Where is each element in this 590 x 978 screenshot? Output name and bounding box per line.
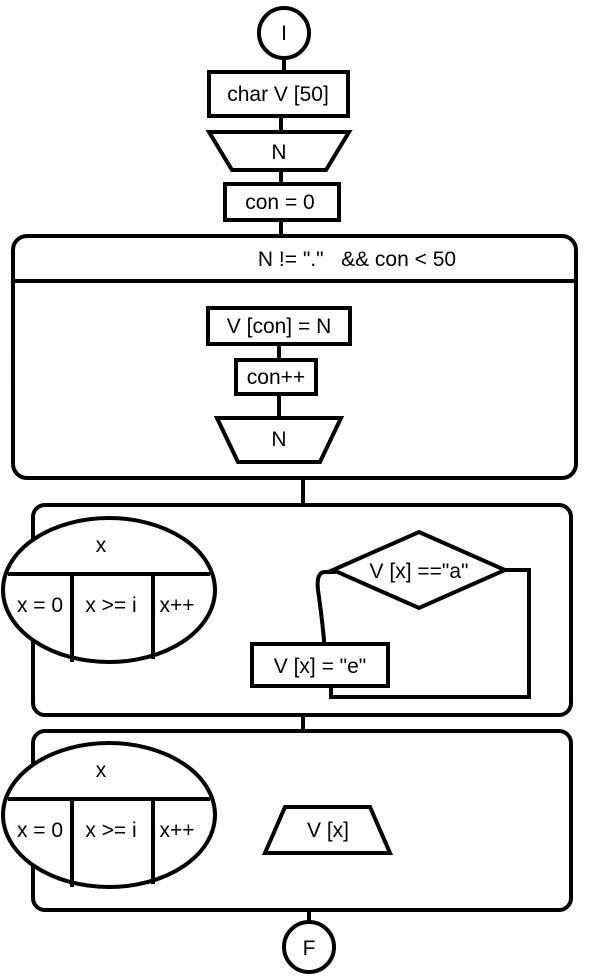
while-increment-box bbox=[234, 358, 318, 396]
read-n-label: N bbox=[271, 141, 286, 164]
declare-block: char V [50] bbox=[207, 70, 350, 118]
while-loop-frame bbox=[11, 234, 578, 480]
for-loop-2-step: x++ bbox=[159, 819, 194, 842]
init-con-label: con = 0 bbox=[245, 191, 314, 214]
for-loop-1-step: x++ bbox=[159, 594, 194, 617]
read-n-block: N bbox=[205, 130, 353, 172]
for-loop-1-variable: x bbox=[96, 534, 107, 557]
for-loop-2-condition: x >= i bbox=[85, 819, 136, 842]
while-condition-label: N != "." && con < 50 bbox=[258, 248, 456, 271]
output-trapezoid bbox=[261, 805, 394, 855]
start-label: I bbox=[281, 22, 287, 45]
output-label: V [x] bbox=[307, 819, 349, 842]
for-loop-2-init: x = 0 bbox=[17, 819, 63, 842]
while-read-trapezoid bbox=[213, 416, 345, 464]
declare-label: char V [50] bbox=[227, 83, 329, 106]
start-circle bbox=[257, 6, 311, 60]
for-loop-1-block: x x = 0 x >= i x++ V [x] =="a" V [x] = "… bbox=[1, 503, 573, 717]
for-loop-1-ellipse bbox=[1, 516, 217, 664]
while-increment-label: con++ bbox=[247, 366, 305, 389]
for-loop-1-assign-box bbox=[250, 642, 390, 688]
for-loop-1-condition: x >= i bbox=[85, 594, 136, 617]
start-terminal: I bbox=[257, 6, 311, 60]
while-assign-label: V [con] = N bbox=[227, 315, 331, 338]
init-con-block: con = 0 bbox=[223, 182, 341, 222]
connector-lines bbox=[279, 58, 311, 928]
decision-true-branch bbox=[252, 570, 336, 650]
while-read-label: N bbox=[271, 428, 286, 451]
for-loop-2-ellipse bbox=[1, 741, 217, 889]
read-n-trapezoid bbox=[205, 130, 353, 172]
end-circle bbox=[282, 920, 336, 974]
end-label: F bbox=[303, 937, 316, 960]
end-terminal: F bbox=[282, 920, 336, 974]
while-assign-box bbox=[206, 306, 352, 346]
for-loop-2-variable: x bbox=[96, 759, 107, 782]
for-loop-2-block: x x = 0 x >= i x++ V [x] bbox=[1, 729, 573, 912]
for-loop-1-init: x = 0 bbox=[17, 594, 63, 617]
for-loop-1-assign-label: V [x] = "e" bbox=[274, 655, 367, 678]
init-con-box bbox=[223, 182, 341, 222]
while-loop-block: N != "." && con < 50 V [con] = N con++ N bbox=[11, 234, 578, 480]
decision-label: V [x] =="a" bbox=[370, 560, 469, 583]
declare-box bbox=[207, 70, 350, 118]
decision-diamond bbox=[328, 529, 510, 611]
